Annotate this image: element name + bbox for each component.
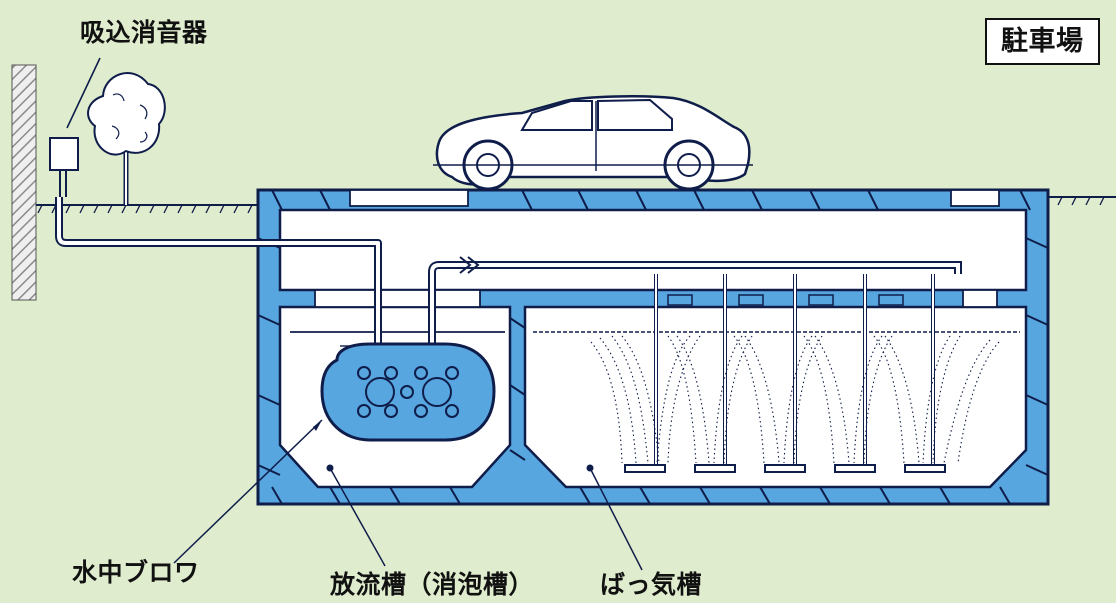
- label-discharge-tank: 放流槽（消泡槽）: [330, 570, 535, 599]
- submersible-blower: [320, 342, 496, 442]
- tree: [87, 72, 166, 205]
- label-submersible-blower: 水中ブロワ: [72, 558, 200, 587]
- label-parking: 駐車場: [985, 18, 1100, 65]
- ground-surface: [36, 196, 1116, 214]
- wall-hatch: [11, 64, 37, 301]
- blower-assembly: [320, 256, 962, 442]
- aeration-chamber: [523, 305, 1028, 489]
- diffusers: [590, 274, 1000, 473]
- top-lids: [314, 189, 1000, 308]
- callouts: [173, 419, 643, 571]
- concrete-hatching: [257, 189, 1049, 505]
- label-aeration-tank: ばっ気槽: [600, 570, 703, 599]
- upper-void: [278, 208, 1028, 292]
- car-icon: [433, 95, 753, 191]
- intake-leader-line: [66, 57, 101, 129]
- intake-silencer: [49, 137, 79, 171]
- intake-silencer-assembly: [49, 57, 382, 350]
- label-intake-silencer: 吸込消音器: [80, 18, 208, 47]
